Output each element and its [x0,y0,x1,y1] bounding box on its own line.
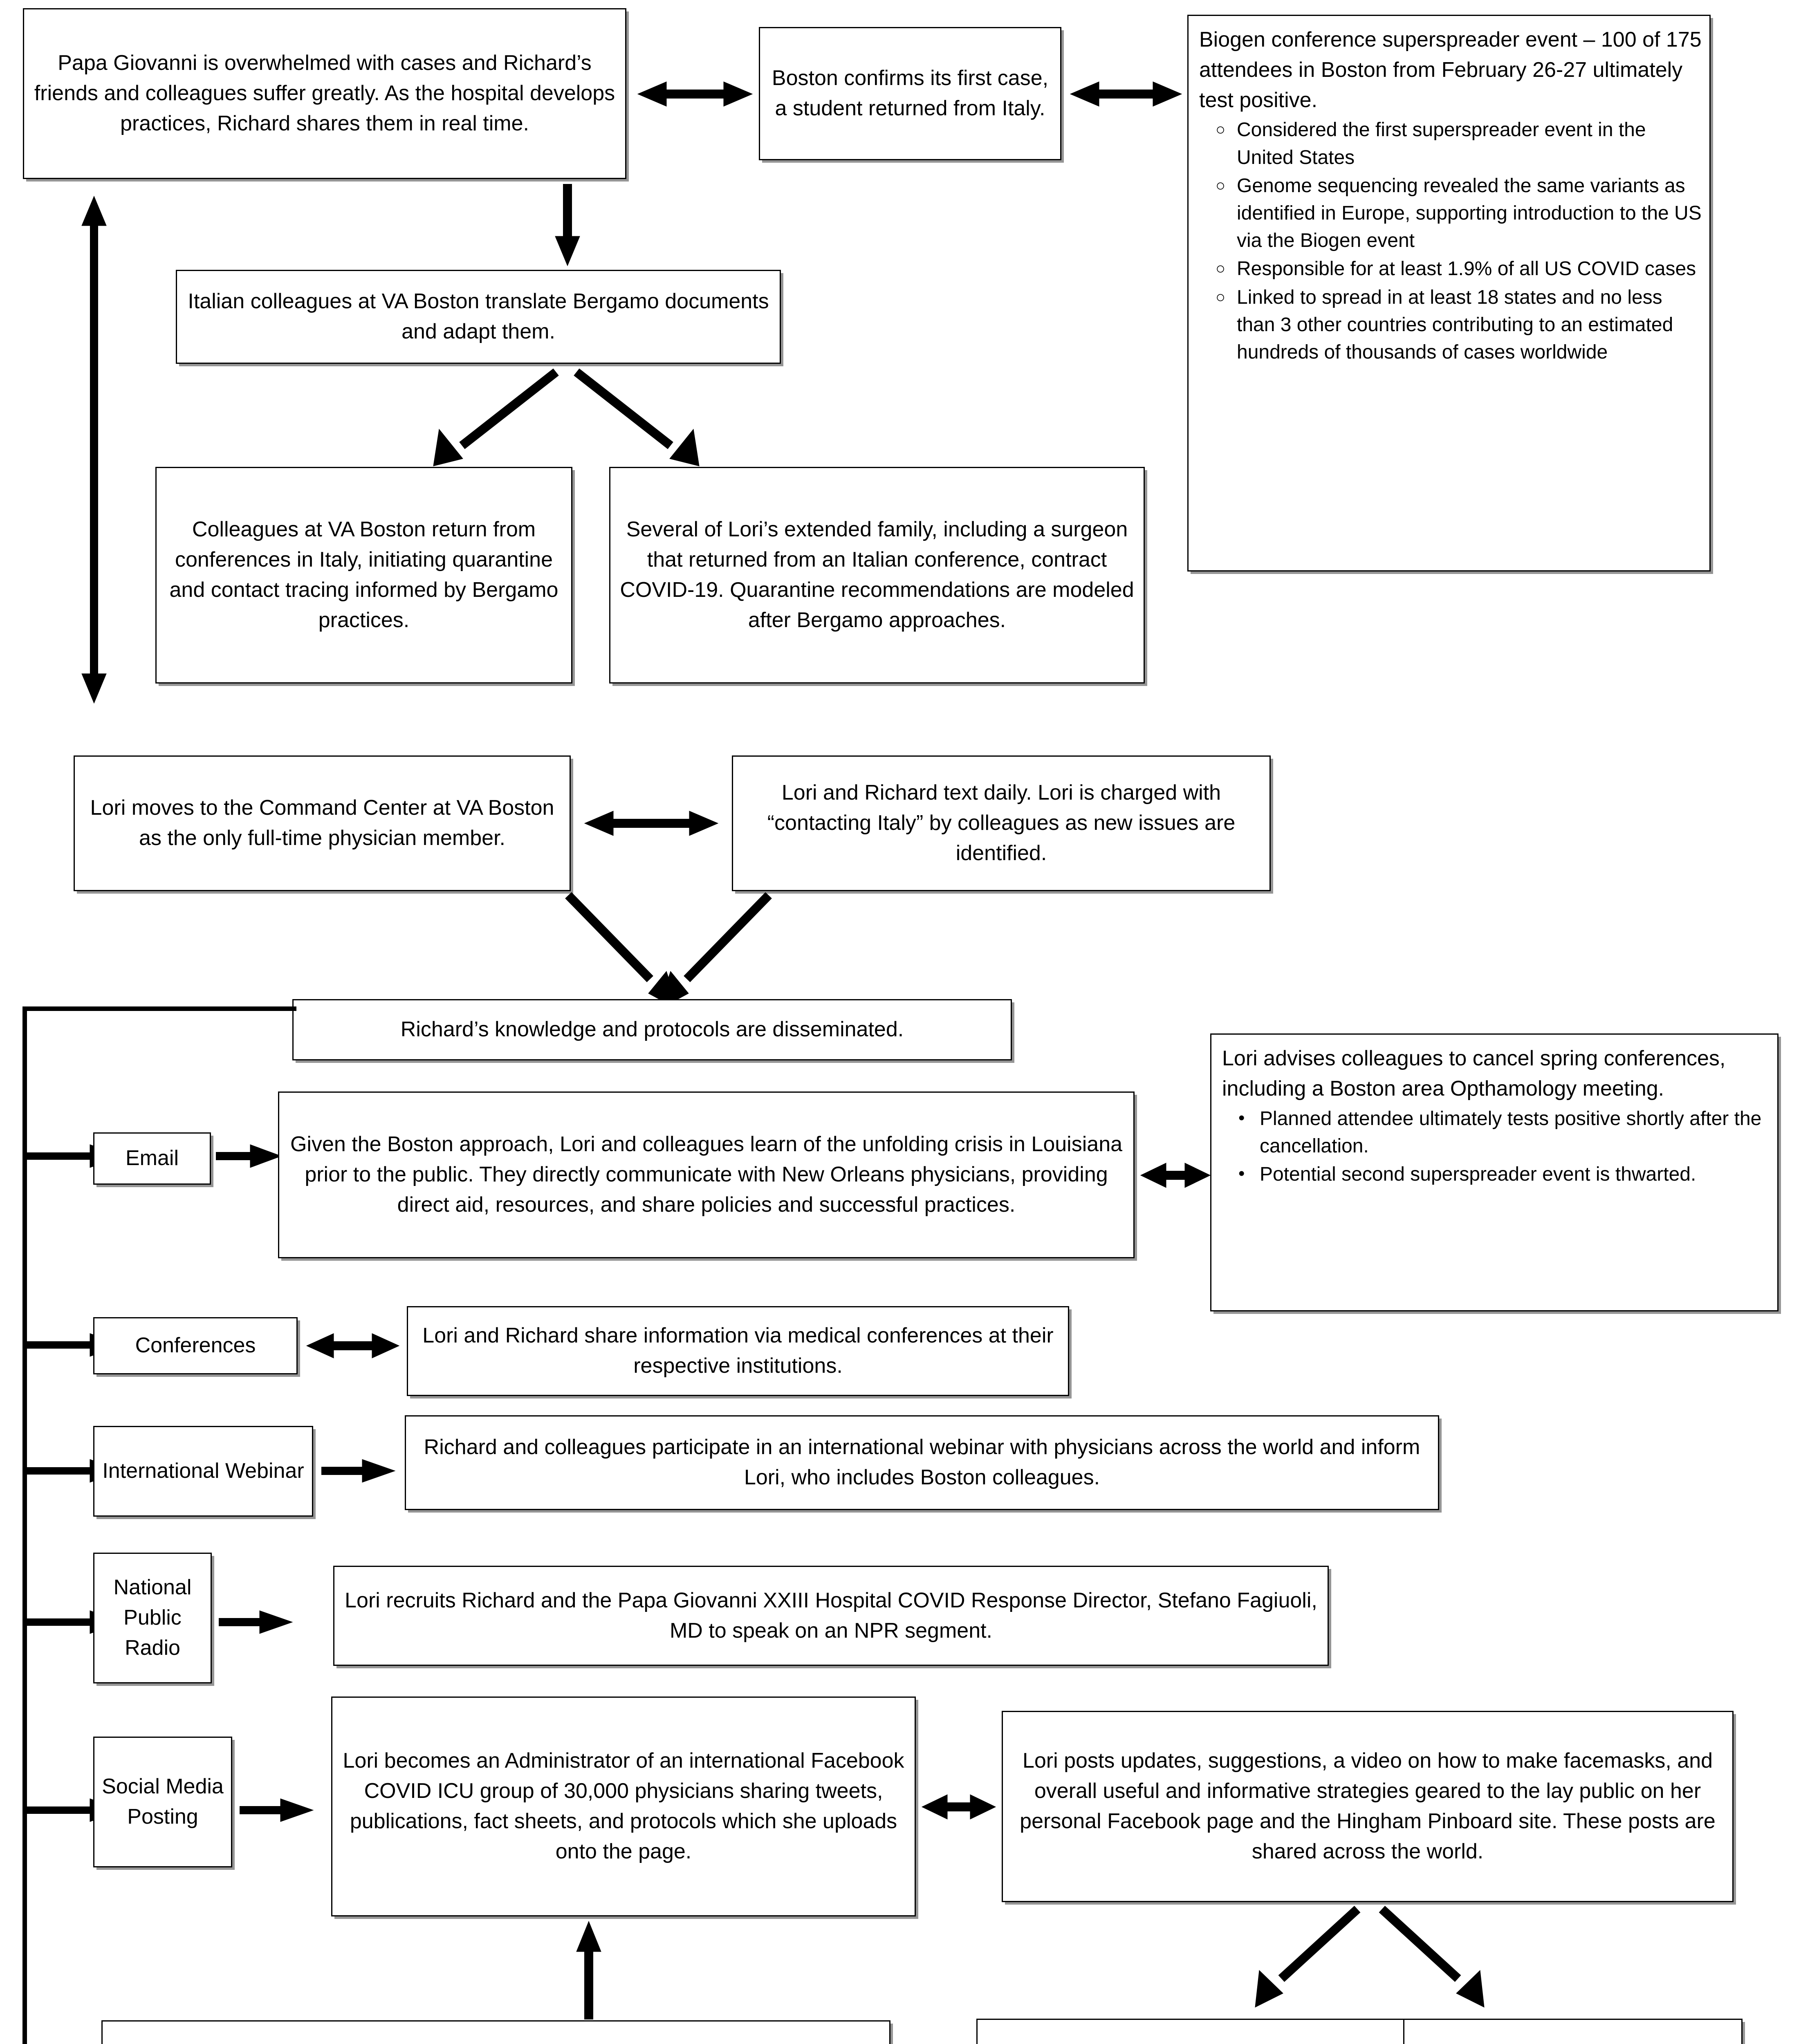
node-colleagues-return: Colleagues at VA Boston return from conf… [155,467,572,684]
node-biogen: Biogen conference superspreader event – … [1187,15,1711,572]
dot-bullet-icon: • [1238,1107,1245,1128]
node-social-detail: Lori becomes an Administrator of an inte… [331,1697,916,1916]
node-lori-richard-text: Lori and Richard text daily. Lori is cha… [732,755,1271,891]
node-lori-posts-text: Lori posts updates, suggestions, a video… [1020,1749,1716,1863]
arrow-command-center-to-text-daily [584,811,719,836]
node-npr-detail-text: Lori recruits Richard and the Papa Giova… [345,1588,1317,1643]
arrow-email-detail-to-lori-advises [1140,1163,1211,1188]
circle-bullet-icon: ○ [1216,260,1226,278]
node-conferences-detail-text: Lori and Richard share information via m… [422,1324,1054,1378]
node-biogen-lead: Biogen conference superspreader event – … [1199,28,1702,112]
arrow-papa-to-italian [555,184,580,267]
node-boston-first-case: Boston confirms its first case, a studen… [759,27,1061,160]
arrow-conferences-to-detail [306,1333,400,1358]
arrow-papa-boston [637,81,753,107]
circle-bullet-icon: ○ [1216,288,1226,306]
channel-social-media-posting-label: Social Media Posting [102,1775,224,1829]
channel-email-label: Email [125,1146,179,1170]
node-email-detail: Given the Boston approach, Lori and coll… [278,1091,1135,1258]
node-hingham-video: Lori’s Town of Hingham creates a video f… [976,2019,1422,2044]
node-richard-hoods: Richard shares alternatives to vents – i… [101,2020,890,2044]
list-item: ○Considered the first superspreader even… [1199,116,1702,171]
node-lori-posts: Lori posts updates, suggestions, a video… [1002,1711,1734,1902]
channel-email: Email [93,1132,211,1185]
node-lori-richard-text-text: Lori and Richard text daily. Lori is cha… [767,781,1236,865]
node-knowledge-disseminated: Richard’s knowledge and protocols are di… [292,999,1012,1060]
channel-national-public-radio-label: National Public Radio [113,1576,192,1660]
arrow-papa-to-command-center [81,195,107,704]
node-biogen-bullet-list: ○Considered the first superspreader even… [1199,116,1702,366]
spine-top-connector [22,1006,296,1011]
spine-vertical [22,1006,27,2044]
arrow-italian-to-colleagues-return [433,368,559,466]
channel-international-webinar: International Webinar [93,1426,313,1517]
dot-bullet-icon: • [1238,1163,1245,1184]
node-lori-family: Several of Lori’s extended family, inclu… [609,467,1145,684]
node-papa-giovanni: Papa Giovanni is overwhelmed with cases … [23,8,626,179]
node-webinar-detail: Richard and colleagues participate in an… [405,1415,1439,1510]
list-item: ○Responsible for at least 1.9% of all US… [1199,255,1702,282]
node-papa-giovanni-text: Papa Giovanni is overwhelmed with cases … [34,51,615,135]
list-item: ○Linked to spread in at least 18 states … [1199,284,1702,366]
node-npr-detail: Lori recruits Richard and the Papa Giova… [333,1566,1329,1666]
arrow-boston-biogen [1070,81,1182,107]
channel-international-webinar-label: International Webinar [102,1459,304,1483]
node-lori-advises: Lori advises colleagues to cancel spring… [1210,1033,1779,1311]
list-item: •Planned attendee ultimately tests posit… [1222,1105,1770,1160]
node-lori-family-text: Several of Lori’s extended family, inclu… [620,518,1134,632]
arrow-email-to-detail [216,1144,282,1168]
node-richard-shares-posts: Richard shares Lori’s posts with family … [1403,2019,1743,2044]
node-italian-colleagues: Italian colleagues at VA Boston translat… [176,270,781,364]
circle-bullet-icon: ○ [1216,121,1226,139]
arrow-social-detail-to-lori-posts [921,1794,996,1820]
node-conferences-detail: Lori and Richard share information via m… [407,1306,1069,1396]
channel-national-public-radio: National Public Radio [93,1553,212,1683]
node-italian-colleagues-text: Italian colleagues at VA Boston translat… [188,289,769,343]
node-webinar-detail-text: Richard and colleagues participate in an… [424,1435,1420,1489]
node-social-detail-text: Lori becomes an Administrator of an inte… [343,1749,904,1863]
arrow-webinar-to-detail [321,1459,396,1483]
channel-social-media-posting: Social Media Posting [93,1737,232,1867]
channel-conferences: Conferences [93,1317,298,1374]
list-item: •Potential second superspreader event is… [1222,1161,1770,1188]
list-item: ○Genome sequencing revealed the same var… [1199,172,1702,255]
node-lori-command-center: Lori moves to the Command Center at VA B… [74,755,571,891]
node-email-detail-text: Given the Boston approach, Lori and coll… [290,1132,1123,1217]
node-richard-shares-posts-text: Richard shares Lori’s posts with family … [1404,2035,1741,2044]
node-colleagues-return-text: Colleagues at VA Boston return from conf… [169,518,558,632]
arrow-lori-posts-to-hingham-video [1255,1905,1361,2008]
arrow-italian-to-lori-family [574,368,700,466]
circle-bullet-icon: ○ [1216,176,1226,195]
node-boston-first-case-text: Boston confirms its first case, a studen… [772,66,1049,120]
arrow-richard-hoods-to-social-detail [576,1921,601,2019]
node-lori-advises-bullet-list: •Planned attendee ultimately tests posit… [1222,1105,1770,1188]
node-lori-advises-lead: Lori advises colleagues to cancel spring… [1222,1047,1726,1100]
arrow-npr-to-detail [219,1610,293,1634]
arrow-text-daily-to-knowledge [658,892,772,1011]
channel-conferences-label: Conferences [135,1334,256,1358]
arrow-social-to-detail [240,1798,314,1822]
arrow-lori-posts-to-richard-shares [1379,1905,1485,2008]
node-knowledge-disseminated-text: Richard’s knowledge and protocols are di… [400,1018,904,1042]
node-lori-command-center-text: Lori moves to the Command Center at VA B… [90,796,554,850]
